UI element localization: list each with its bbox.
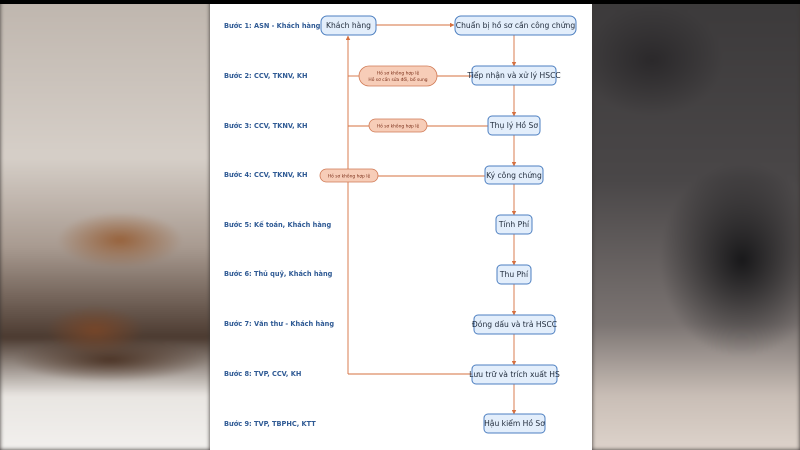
node-receive (471, 65, 557, 86)
node-post-audit-label: Hậu kiểm Hồ Sơ (484, 419, 545, 428)
node-collect-fee-label: Thu Phí (499, 270, 529, 279)
step-label-7: Bước 7: Văn thư - Khách hàng (224, 320, 334, 328)
node-sign-label: Ký công chứng (486, 171, 542, 180)
step-label-5: Bước 5: Kế toán, Khách hàng (224, 220, 331, 229)
node-calc-fee (495, 214, 533, 235)
step-label-6: Bước 6: Thủ quỹ, Khách hàng (224, 270, 333, 278)
node-accept-label: Thụ lý Hồ Sơ (489, 121, 538, 130)
step-label-9: Bước 9: TVP, TBPHC, KTT (224, 420, 316, 428)
background-photo-right (592, 0, 800, 450)
step-label-2: Bước 2: CCV, TKNV, KH (224, 72, 308, 80)
node-calc-fee-label: Tính Phí (498, 220, 530, 229)
top-border (0, 0, 800, 4)
rejection-text-1a: Hồ sơ không hợp lệ (377, 69, 420, 77)
node-post-audit (483, 413, 546, 434)
node-sign (484, 165, 544, 185)
step-label-3: Bước 3: CCV, TKNV, KH (224, 122, 308, 130)
rejection-text-1b: Hồ sơ cần sửa đổi, bổ sung (368, 75, 427, 83)
node-archive-label: Lưu trữ và trích xuất HS (469, 370, 560, 379)
rejection-badge-2 (368, 118, 428, 133)
step-label-8: Bước 8: TVP, CCV, KH (224, 370, 301, 378)
node-receive-label: Tiếp nhận và xử lý HSCC (466, 71, 560, 80)
rejection-text-2: Hồ sơ không hợp lệ (377, 122, 420, 130)
node-customer (320, 15, 377, 36)
rejection-text-3: Hồ sơ không hợp lệ (328, 172, 371, 180)
node-accept (487, 115, 541, 136)
node-archive (471, 364, 558, 385)
node-collect-fee (496, 264, 532, 285)
node-stamp (473, 314, 556, 335)
node-stamp-label: Đóng dấu và trả HSCC (472, 320, 557, 329)
rejection-badge-1 (358, 65, 438, 87)
node-prepare (454, 15, 577, 36)
step-label-1: Bước 1: ASN - Khách hàng (224, 22, 321, 30)
rejection-badge-3 (319, 168, 379, 183)
node-prepare-label: Chuẩn bị hồ sơ cần công chứng (456, 21, 576, 30)
background-photo-left (0, 0, 210, 450)
step-label-4: Bước 4: CCV, TKNV, KH (224, 171, 308, 179)
node-customer-label: Khách hàng (326, 21, 371, 30)
